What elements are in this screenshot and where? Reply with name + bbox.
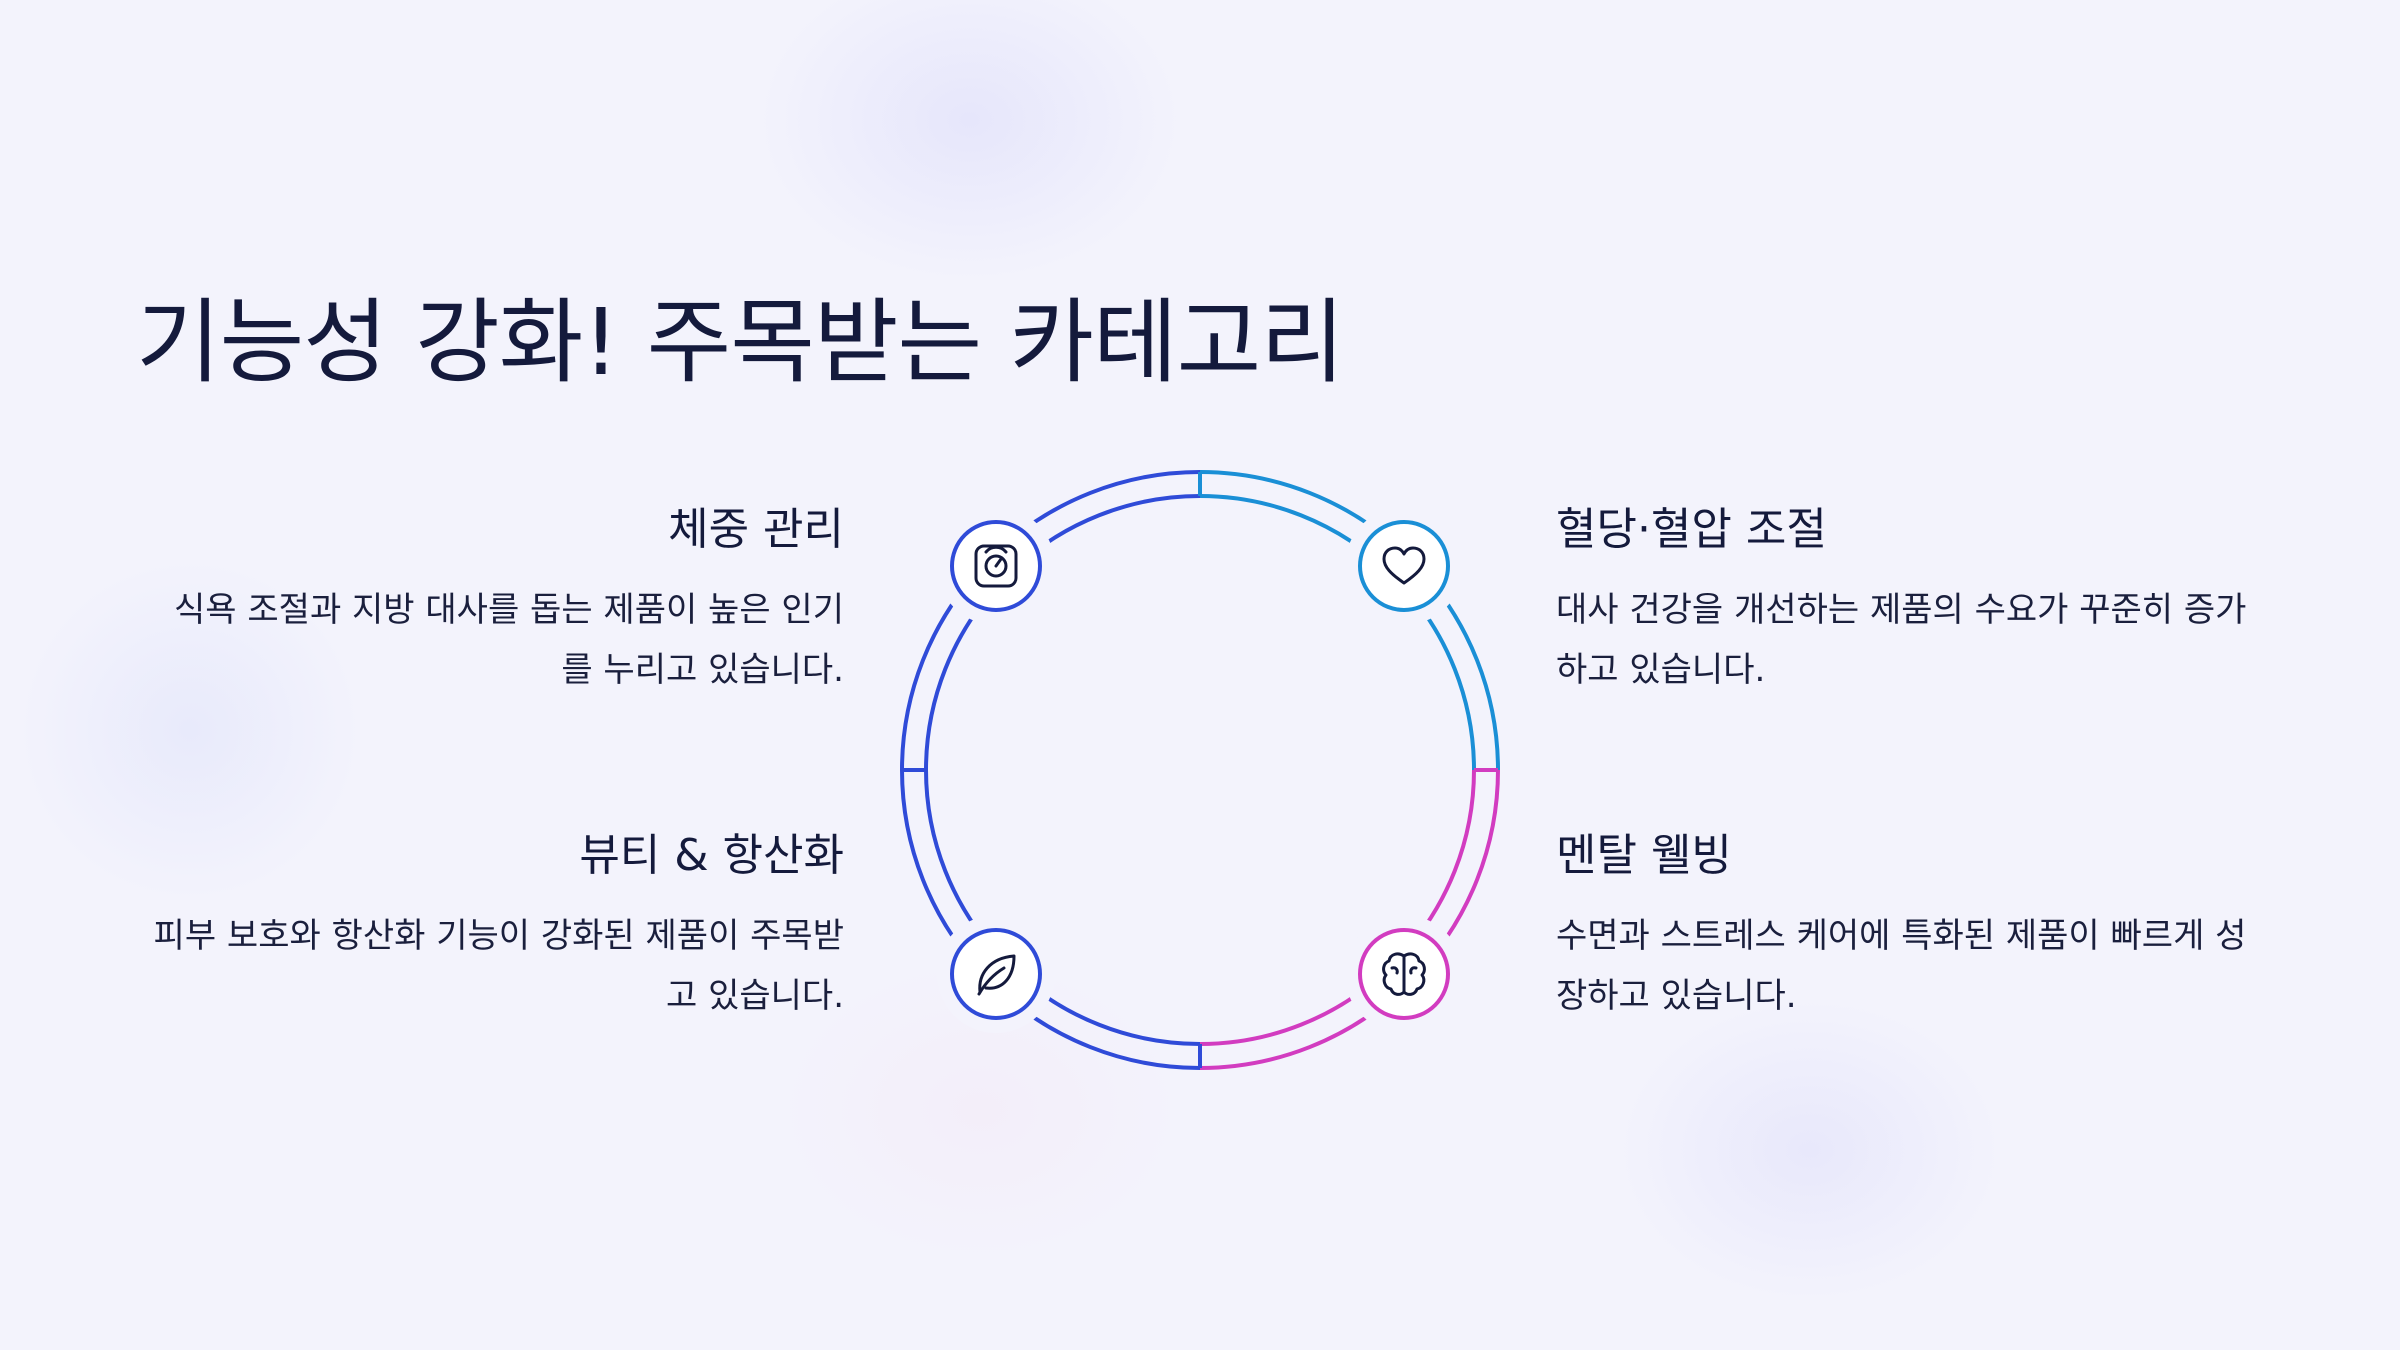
category-description: 수면과 스트레스 케어에 특화된 제품이 빠르게 성장하고 있습니다. [1556, 916, 2247, 1016]
ring-segment-top-right [1199, 470, 1500, 771]
brain-icon [1382, 952, 1426, 996]
category-heading: 멘탈 웰빙 [1556, 830, 1732, 881]
heart-icon [1382, 546, 1426, 585]
scale-icon [974, 544, 1018, 588]
node-weight [937, 507, 1055, 625]
node-blood [1345, 507, 1463, 625]
category-description: 대사 건강을 개선하는 제품의 수요가 꾸준히 증가하고 있습니다. [1556, 590, 2247, 690]
category-heading: 혈당·혈압 조절 [1556, 504, 1827, 555]
category-mental: 멘탈 웰빙 수면과 스트레스 케어에 특화된 제품이 빠르게 성장하고 있습니다… [1556, 826, 2256, 1026]
node-beauty [937, 915, 1055, 1033]
category-beauty: 뷰티 & 항산화 피부 보호와 항산화 기능이 강화된 제품이 주목받고 있습니… [144, 826, 844, 1026]
category-blood: 혈당·혈압 조절 대사 건강을 개선하는 제품의 수요가 꾸준히 증가하고 있습… [1556, 500, 2256, 700]
category-weight: 체중 관리 식욕 조절과 지방 대사를 돕는 제품이 높은 인기를 누리고 있습… [144, 500, 844, 700]
category-description: 식욕 조절과 지방 대사를 돕는 제품이 높은 인기를 누리고 있습니다. [174, 590, 844, 690]
ring-segment-top-left [900, 470, 1201, 771]
ring-segment-bottom-left [900, 769, 1201, 1070]
node-mental [1345, 915, 1463, 1033]
category-description: 피부 보호와 항산화 기능이 강화된 제품이 주목받고 있습니다. [153, 916, 844, 1016]
leaf-icon [977, 954, 1016, 996]
category-heading: 체중 관리 [668, 504, 844, 555]
ring-segment-bottom-right [1199, 769, 1500, 1070]
page-title: 기능성 강화! 주목받는 카테고리 [136, 289, 1345, 396]
category-heading: 뷰티 & 항산화 [579, 830, 844, 881]
